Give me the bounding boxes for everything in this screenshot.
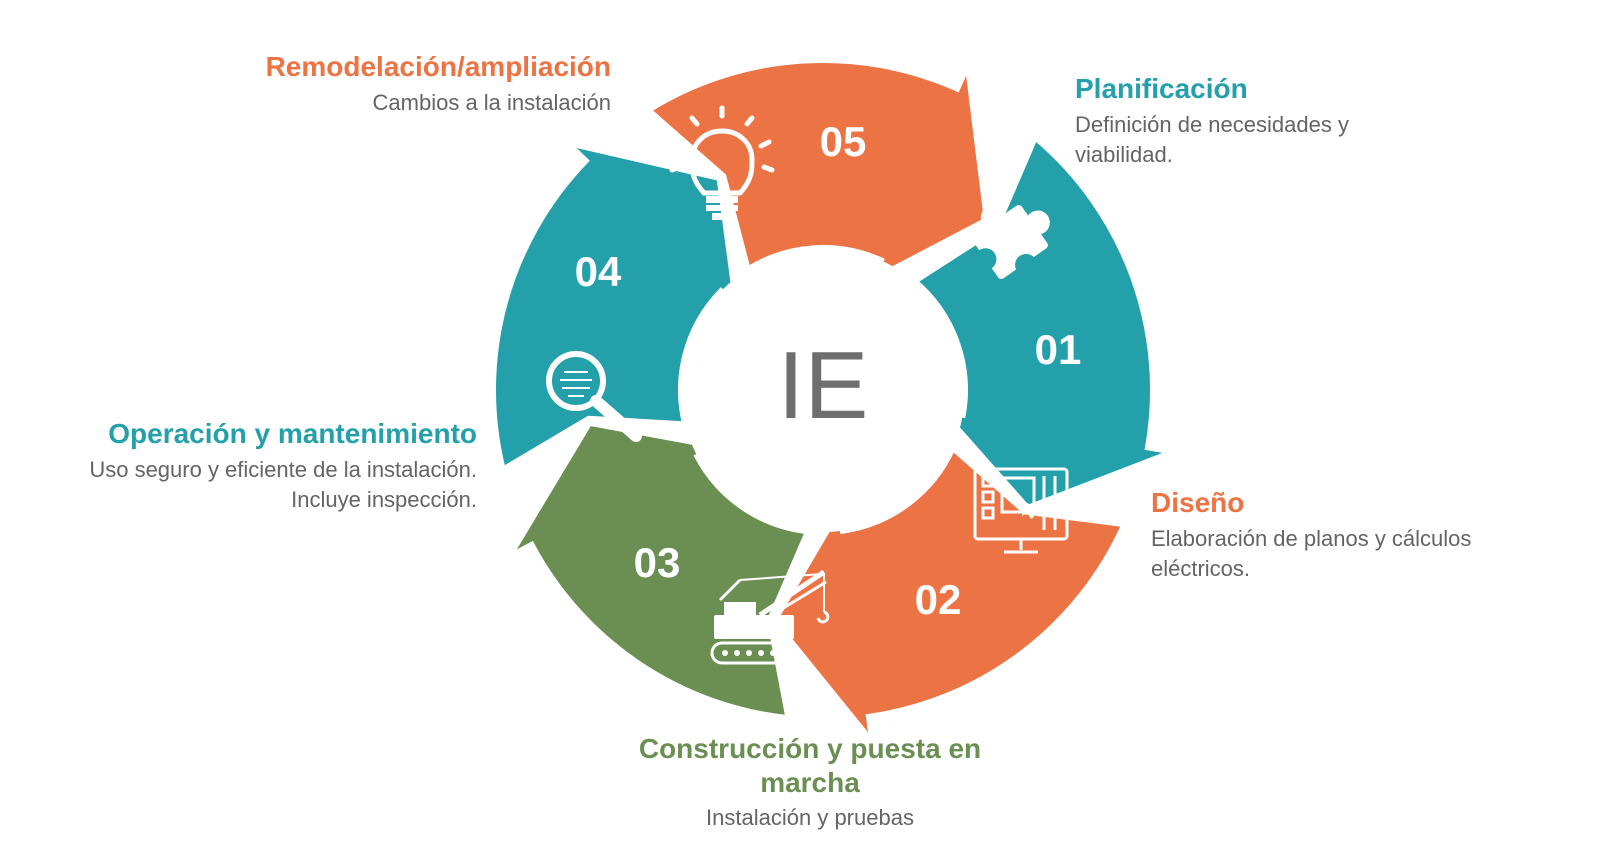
step-01-label: Planificación Definición de necesidades … (1075, 72, 1495, 170)
step-01-title: Planificación (1075, 73, 1248, 104)
step-04-desc-line-2: Incluye inspección. (291, 486, 477, 512)
step-02-desc-line-2: eléctricos. (1151, 555, 1251, 581)
step-05-title: Remodelación/ampliación (265, 51, 611, 82)
step-03-label: Construcción y puesta en marcha Instalac… (560, 732, 1060, 833)
step-02-title: Diseño (1151, 487, 1245, 518)
step-number-04: 04 (575, 248, 622, 295)
crane-icon (710, 569, 830, 665)
step-01-desc-line-2: viabilidad. (1075, 141, 1173, 167)
design-monitor-icon (973, 467, 1069, 554)
puzzle-icon (972, 205, 1050, 279)
step-02-desc-line-1: Elaboración de planos y cálculos (1151, 525, 1472, 551)
arrow-segment-01 (909, 132, 1185, 512)
lightbulb-icon (669, 105, 775, 220)
step-number-02: 02 (915, 576, 962, 623)
center-label: IE (778, 332, 869, 439)
step-04-title: Operación y mantenimiento (108, 418, 477, 449)
step-03-title-line-2: marcha (760, 766, 860, 798)
step-03-desc-line-1: Instalación y pruebas (706, 805, 914, 831)
step-02-label: Diseño Elaboración de planos y cálculos … (1151, 486, 1591, 584)
step-04-desc-line-1: Uso seguro y eficiente de la instalación… (89, 456, 477, 482)
step-number-05: 05 (820, 118, 867, 165)
center-circle (681, 248, 965, 532)
step-number-01: 01 (1035, 326, 1082, 373)
step-number-03: 03 (634, 539, 681, 586)
step-05-desc-line-1: Cambios a la instalación (372, 89, 611, 115)
magnifier-icon (546, 351, 642, 442)
step-04-label: Operación y mantenimiento Uso seguro y e… (0, 417, 477, 515)
step-03-title-line-1: Construcción y puesta en (638, 733, 982, 764)
step-01-desc-line-1: Definición de necesidades y (1075, 111, 1349, 137)
step-05-label: Remodelación/ampliación Cambios a la ins… (150, 50, 611, 118)
